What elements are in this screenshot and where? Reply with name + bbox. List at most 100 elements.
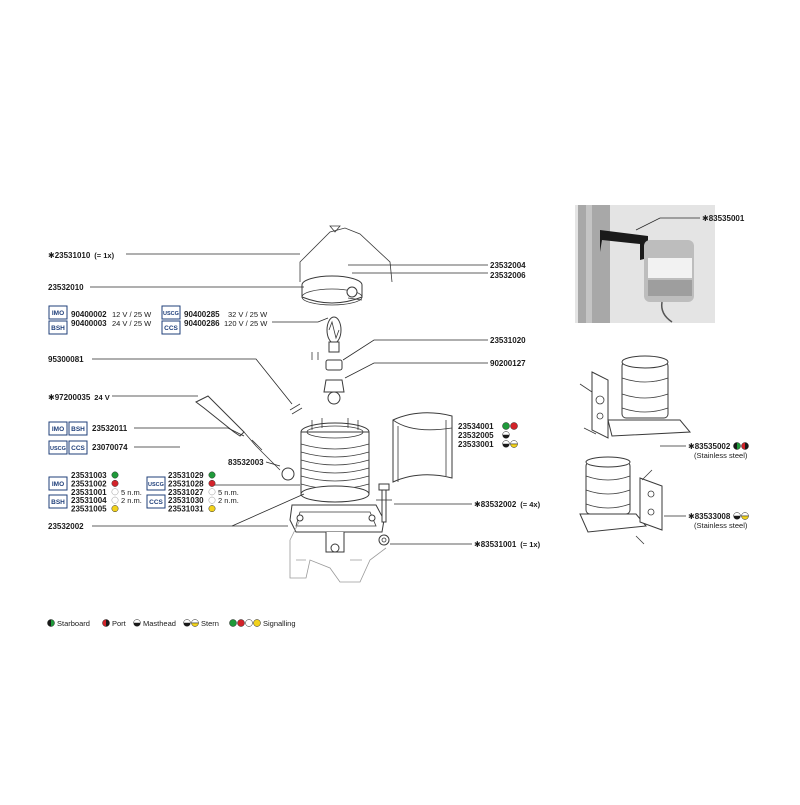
bsh-badge: BSH [51,499,65,506]
svg-text:✱83532002(= 4x): ✱83532002(= 4x) [474,500,541,509]
bulb-spec: 120 V / 25 W [224,319,268,328]
lens-range: 5 n.m. [218,488,239,497]
masthead-icon [133,619,141,624]
callout-83532002: 83532002 [481,500,517,509]
fresnel-lens [300,431,370,495]
imo-badge: IMO [52,481,64,488]
lens-code: 23531027 [168,488,204,497]
lens-color-icon [111,488,119,496]
nut [378,534,390,546]
lens-code: 23531002 [71,479,107,488]
lens-color-icon [208,488,216,496]
lens-code: 23531029 [168,471,204,480]
svg-text:✱23531010(= 1x): ✱23531010(= 1x) [48,251,115,260]
callout-83532003: 83532003 [228,458,264,467]
svg-text:✱83533008: ✱83533008 [688,512,731,521]
ccs-badge: CCS [164,325,178,332]
wire-hanger [299,227,393,283]
socket [325,359,343,371]
lamp-drawing [195,225,453,583]
holder-tool [195,395,245,437]
lens-code: 23531028 [168,479,204,488]
lens-range: 2 n.m. [218,496,239,505]
callout-97200035: 97200035 [55,393,91,402]
bolt [381,487,387,523]
lens-color-icon [111,505,119,513]
callout-83531001: 83531001 [481,540,517,549]
lens-code: 23531003 [71,471,107,480]
lens-color-icon [208,471,216,479]
bulb-spec: 32 V / 25 W [228,310,268,319]
stainless-note: (Stainless steel) [694,521,748,530]
lens-range: 5 n.m. [121,488,142,497]
mast-bracket [600,230,648,260]
svg-text:✱83531001(= 1x): ✱83531001(= 1x) [474,540,541,549]
lens-color-icon [111,479,119,487]
lens-code: 23531031 [168,505,204,514]
bracket-color-dots [733,442,749,520]
lens-code: 23531001 [71,488,107,497]
bsh-badge: BSH [51,325,65,332]
lens-color-icon [208,505,216,513]
stainless-note: (Stainless steel) [694,451,748,460]
lens-screen [392,412,453,483]
bulkhead-bracket-drawing: ✱83535002 (Stainless steel) [579,355,748,460]
callout-23532004: 23532004 [490,261,526,270]
ccs-badge: CCS [149,499,163,506]
ccs-badge: CCS [71,445,85,452]
lens-color-icon [111,471,119,479]
bulb-code: 90400285 [184,310,220,319]
callout-23534001: 23534001 [458,422,494,431]
legend: Starboard Port Masthead Stern Signalling [47,619,296,628]
holder-table: IMO BSH USCG CCS 23532011 23070074 [48,421,245,455]
bulb-spec: 24 V / 25 W [112,319,152,328]
bulb-code: 90400003 [71,319,107,328]
uscg-badge: USCG [50,446,66,452]
lens-code: 23531030 [168,496,204,505]
lens-range: 2 n.m. [121,496,142,505]
lens-table: IMO BSH USCG CCS 23531003 23531029 2353100… [48,471,300,514]
callout-23531020: 23531020 [490,336,526,345]
bulb-code: 90400002 [71,310,107,319]
lens-color-dots [502,422,518,448]
callout-23532006: 23532006 [490,271,526,280]
holder-code: 23070074 [92,443,128,452]
stern-icon [183,619,191,624]
legend-stern: Stern [201,619,219,628]
bulb-spec: 12 V / 25 W [112,310,152,319]
imo-badge: IMO [52,310,64,317]
holder-code: 23532011 [92,424,128,433]
callout-83533008: 83533008 [695,512,731,521]
svg-text:✱83535002: ✱83535002 [688,442,731,451]
lens-code: 23531005 [71,505,107,514]
callout-23533001: 23533001 [458,440,494,449]
legend-signalling: Signalling [263,619,296,628]
callout-83535002: 83535002 [695,442,731,451]
deck-bracket-drawing: ✱83533008 (Stainless steel) [579,456,748,545]
callout-23532010: 23532010 [48,283,84,292]
signalling-icon [229,619,237,627]
callout-95300081: 95300081 [48,355,84,364]
uscg-badge: USCG [163,311,179,317]
callout-83535001: 83535001 [709,214,745,223]
imo-badge: IMO [52,426,64,433]
callout-23532005: 23532005 [458,431,494,440]
lens-color-icon [111,496,119,504]
lens-code: 23531004 [71,496,107,505]
bulb-code: 90400286 [184,319,220,328]
mast-bracket-photo: ✱83535001 [575,205,745,323]
bsh-badge: BSH [71,426,85,433]
callout-23532002: 23532002 [48,522,84,531]
callout-23531010: 23531010 [55,251,91,260]
lens-color-icon [208,479,216,487]
bulb-table: IMO BSH 90400002 12 V / 25 W 90400003 24… [48,305,329,335]
legend-masthead: Masthead [143,619,176,628]
lens-color-icon [208,496,216,504]
callout-90200127: 90200127 [490,359,526,368]
legend-port: Port [112,619,127,628]
legend-starboard: Starboard [57,619,90,628]
uscg-badge: USCG [148,482,164,488]
